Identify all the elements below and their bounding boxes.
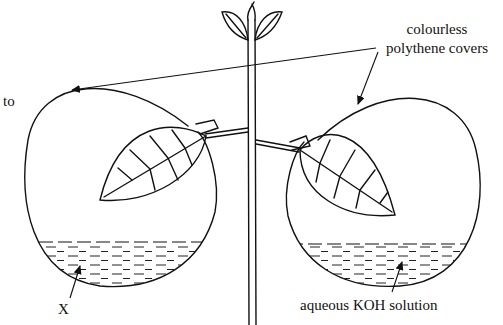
solution-label: aqueous KOH solution xyxy=(300,296,500,315)
cover-label: colourless polythene covers xyxy=(382,20,492,58)
partial-text: to xyxy=(3,92,33,111)
liquid-label: X xyxy=(58,300,78,319)
